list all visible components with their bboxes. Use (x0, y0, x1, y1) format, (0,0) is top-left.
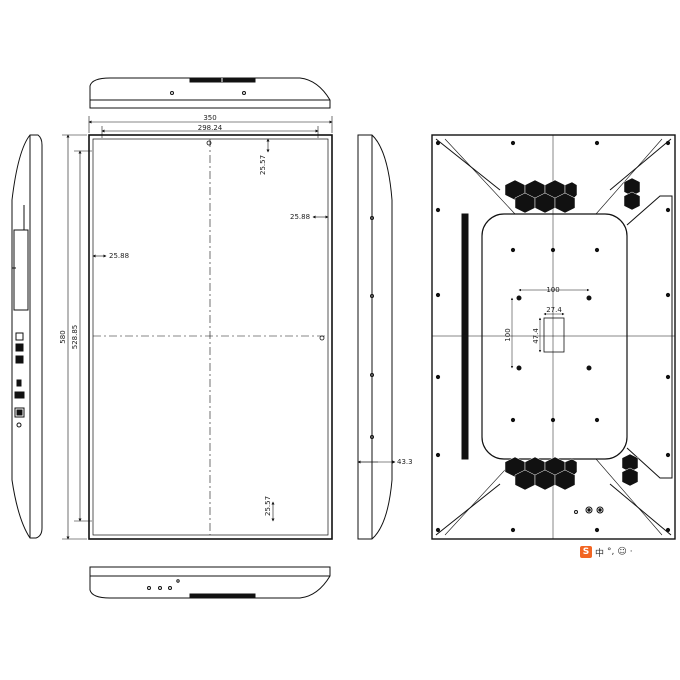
left-side-view (11, 134, 43, 539)
ime-mode-toggle[interactable]: 中 (595, 548, 605, 559)
dim-depth: 43.3 (397, 458, 413, 466)
dim-height-active: 528.85 (71, 325, 79, 350)
dim-border-top: 25.57 (259, 155, 267, 175)
vent-grille-top (504, 179, 578, 214)
dim-slot-height: 47.4 (532, 328, 540, 344)
ime-emoji-icon[interactable]: ☺ (617, 547, 627, 557)
ime-toolbar[interactable]: S 中 °, ☺ · (580, 544, 633, 560)
front-dimensions (62, 116, 333, 540)
ime-extra-icon[interactable]: · (629, 547, 633, 557)
dim-vesa-vertical: 100 (504, 328, 512, 341)
dim-width-outer: 350 (203, 114, 216, 122)
bottom-view (89, 566, 331, 599)
vent-grille-bottom (504, 456, 578, 491)
vent-grille-side (621, 177, 641, 487)
ime-punctuation-toggle[interactable]: °, (607, 547, 615, 557)
top-view (89, 77, 331, 109)
dim-border-left: 25.88 (109, 252, 129, 260)
dim-width-active: 298.24 (198, 124, 223, 132)
dim-height-outer: 580 (59, 330, 67, 343)
dim-border-right: 25.88 (290, 213, 310, 221)
right-side-view (357, 134, 396, 540)
dim-slot-width: 27.4 (546, 306, 562, 314)
ime-logo-icon[interactable]: S (580, 546, 592, 558)
dim-vesa-horizontal: 100 (546, 286, 559, 294)
back-view (431, 134, 676, 540)
dim-border-bottom: 25.57 (264, 496, 272, 516)
front-view (88, 134, 333, 540)
